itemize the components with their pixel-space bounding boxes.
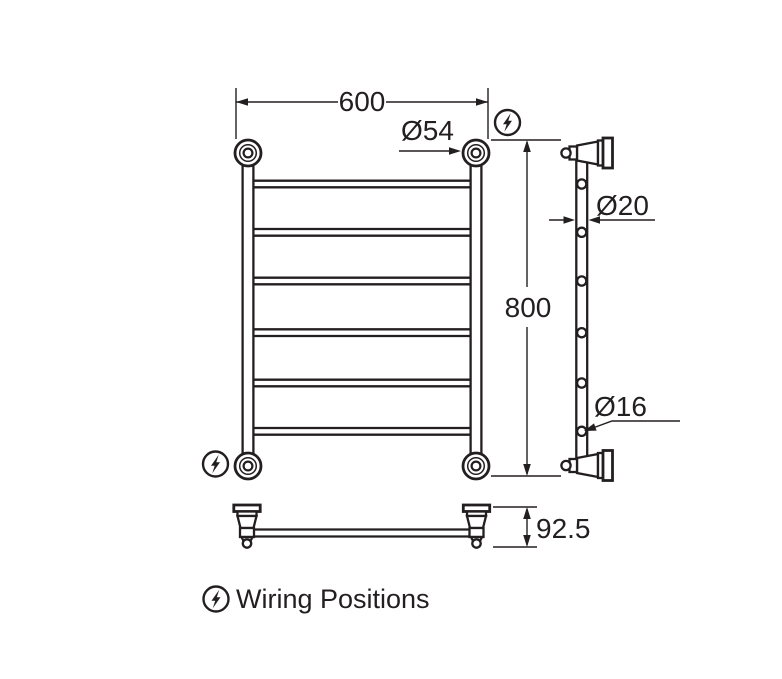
label-hub-diameter: Ø16	[584, 391, 680, 432]
side-flange-top	[560, 136, 614, 170]
top-view	[232, 503, 492, 549]
rung-bars	[253, 179, 472, 436]
plan-flange-right	[461, 503, 492, 549]
dim-height-label: 800	[505, 292, 552, 323]
dim-overall-width: 600	[235, 86, 489, 139]
lightning-bolt-icon	[503, 113, 512, 132]
wiring-position-icon-top	[493, 108, 522, 137]
flange-bottom-left	[233, 451, 263, 481]
flange-diameter-label: Ø54	[401, 115, 454, 146]
label-flange-diameter: Ø54	[399, 115, 461, 155]
plan-rail	[251, 528, 472, 538]
wiring-position-icon-bottom-left	[201, 450, 230, 478]
wiring-legend: Wiring Positions	[202, 584, 430, 614]
flange-bottom-right	[461, 451, 491, 481]
dim-projection-label: 92.5	[536, 513, 591, 544]
front-view	[233, 138, 491, 481]
dim-wall-projection: 92.5	[493, 506, 591, 548]
plan-flange-left	[232, 503, 262, 549]
hub-diameter-label: Ø16	[594, 391, 647, 422]
wiring-legend-label: Wiring Positions	[236, 584, 430, 614]
side-tube	[575, 160, 589, 458]
side-flange-bottom	[560, 449, 614, 482]
tube-diameter-label: Ø20	[596, 190, 649, 221]
flange-top-left	[233, 138, 263, 168]
label-tube-diameter: Ø20	[549, 190, 655, 224]
lightning-bolt-icon	[211, 589, 221, 609]
lightning-bolt-icon	[211, 454, 220, 474]
left-tube	[241, 153, 255, 466]
dim-width-label: 600	[339, 86, 386, 117]
side-view	[560, 136, 614, 482]
side-bar-hubs	[575, 178, 588, 438]
dim-overall-height: 800	[491, 139, 561, 477]
right-tube	[469, 153, 483, 466]
flange-top-right	[461, 138, 491, 168]
